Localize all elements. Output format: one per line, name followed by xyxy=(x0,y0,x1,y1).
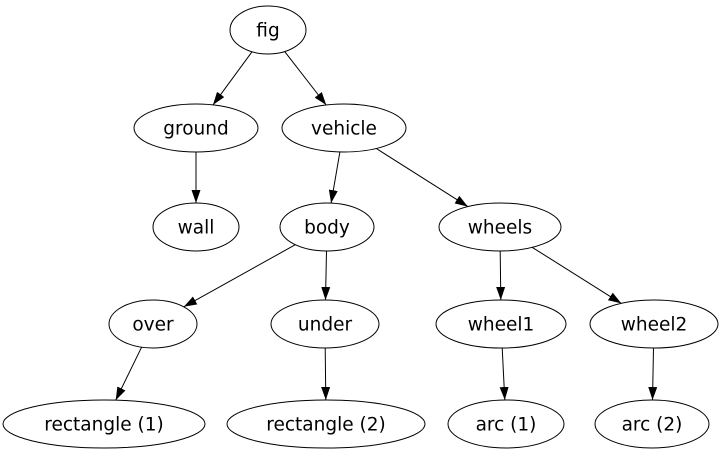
node-arc2-ellipse xyxy=(594,399,710,449)
node-rect1-ellipse xyxy=(2,399,206,449)
node-body-label: body xyxy=(304,217,350,238)
edge-over-rect1 xyxy=(115,346,143,401)
node-fig: fig xyxy=(229,5,307,55)
node-under-ellipse xyxy=(270,299,380,349)
node-wheel1-label: wheel1 xyxy=(468,314,535,335)
node-ground-label: ground xyxy=(163,118,228,139)
node-over-label: over xyxy=(132,314,174,335)
node-wheels: wheels xyxy=(438,202,562,252)
edge-vehicle-body xyxy=(328,151,341,204)
node-wall-label: wall xyxy=(178,217,215,238)
node-wall: wall xyxy=(152,202,240,252)
node-wheel2-ellipse xyxy=(589,299,719,349)
node-rect2-label: rectangle (2) xyxy=(266,414,385,435)
node-body: body xyxy=(279,202,375,252)
node-vehicle-ellipse xyxy=(281,103,407,153)
node-wheels-label: wheels xyxy=(468,217,532,238)
node-body-ellipse xyxy=(279,202,375,252)
node-ground-ellipse xyxy=(133,103,259,153)
node-ground: ground xyxy=(133,103,259,153)
node-over: over xyxy=(108,299,198,349)
node-wheel2-label: wheel2 xyxy=(621,314,688,335)
node-arc2-label: arc (2) xyxy=(622,414,683,435)
node-under: under xyxy=(270,299,380,349)
node-wall-ellipse xyxy=(152,202,240,252)
node-arc1-label: arc (1) xyxy=(476,414,537,435)
edge-vehicle-wheels xyxy=(376,148,469,208)
node-rect1-label: rectangle (1) xyxy=(44,414,163,435)
edge-under-rect2 xyxy=(321,347,331,401)
node-rect2: rectangle (2) xyxy=(226,399,426,449)
node-rect2-ellipse xyxy=(226,399,426,449)
node-fig-ellipse xyxy=(229,5,307,55)
edge-wheels-wheel1 xyxy=(496,250,506,301)
node-arc1-ellipse xyxy=(447,399,565,449)
edge-fig-ground xyxy=(212,51,253,106)
node-rect1: rectangle (1) xyxy=(2,399,206,449)
node-wheel2: wheel2 xyxy=(589,299,719,349)
node-vehicle-label: vehicle xyxy=(311,118,377,139)
node-wheel1-ellipse xyxy=(435,299,567,349)
node-under-label: under xyxy=(298,314,353,335)
edge-wheels-wheel2 xyxy=(532,246,622,304)
edge-wheel1-arc1 xyxy=(499,347,509,401)
edge-body-over xyxy=(183,244,296,308)
node-fig-label: fig xyxy=(256,20,279,41)
node-wheel1: wheel1 xyxy=(435,299,567,349)
edges-layer xyxy=(115,51,658,401)
edge-wheel2-arc2 xyxy=(648,347,658,401)
node-arc2: arc (2) xyxy=(594,399,710,449)
node-arc1: arc (1) xyxy=(447,399,565,449)
edge-body-under xyxy=(321,250,331,301)
node-wheels-ellipse xyxy=(438,202,562,252)
nodes-layer: fig ground vehicle wall body wheels over under w… xyxy=(2,5,719,449)
edge-fig-vehicle xyxy=(284,51,327,106)
node-vehicle: vehicle xyxy=(281,103,407,153)
node-over-ellipse xyxy=(108,299,198,349)
